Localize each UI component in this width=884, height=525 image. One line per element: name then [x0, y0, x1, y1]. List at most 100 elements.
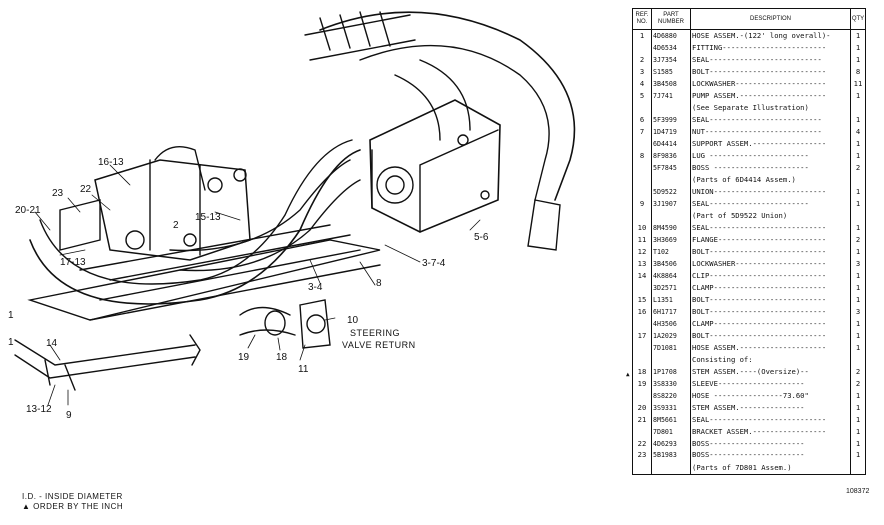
- cell-ref: 4: [632, 78, 652, 91]
- callout-13-12: 13-12: [26, 404, 52, 415]
- callout-1: 1: [8, 310, 14, 321]
- cell-ref: [632, 389, 652, 402]
- qty-header: QTY: [850, 8, 866, 30]
- callout-2: 2: [173, 220, 179, 231]
- callout-9: 9: [66, 410, 72, 421]
- cell-qty: 1: [855, 402, 861, 412]
- cell-qty: 2: [855, 378, 861, 388]
- cell-ref: 16: [632, 305, 652, 318]
- cell-desc: SLEEVE--------------------: [690, 377, 851, 390]
- cell-qty: 1: [855, 426, 861, 436]
- cell-ref: 9: [632, 197, 652, 210]
- cell-desc: BOLT---------------------------: [690, 305, 851, 318]
- cell-qty: 1: [855, 246, 861, 256]
- cell-desc: SEAL-----------------------: [690, 197, 851, 210]
- cell-ref: [632, 317, 652, 330]
- cell-pn: 5B1983: [651, 449, 691, 462]
- cell-desc: (Parts of 7D801 Assem.): [690, 461, 851, 475]
- cell-desc: SEAL---------------------------: [690, 221, 851, 234]
- cell-ref: [632, 173, 652, 186]
- cell-ref: [632, 461, 652, 475]
- table-row: 5F7845 BOSS ----------------------2: [632, 161, 866, 174]
- cell-pn: L1351: [651, 293, 691, 306]
- cell-pn: 5F3999: [651, 113, 691, 126]
- cell-ref: 19: [632, 377, 652, 390]
- cell-qty: 1: [855, 414, 861, 424]
- cell-qty: 1: [855, 114, 861, 124]
- footnotes: I.D. - INSIDE DIAMETER ▲ ORDER BY THE IN…: [22, 492, 123, 512]
- cell-ref: 22: [632, 437, 652, 450]
- cell-desc: (Part of 5D9522 Union): [690, 209, 851, 222]
- cell-desc: LUG -----------------------: [690, 149, 851, 162]
- cell-pn: 5D9522: [651, 185, 691, 198]
- cell-desc: LOCKWASHER---------------------: [690, 78, 851, 91]
- callout-23: 23: [52, 188, 64, 199]
- cell-ref: 7: [632, 125, 652, 138]
- callout-5-6: 5-6: [474, 232, 489, 243]
- cell-qty: 2: [855, 366, 861, 376]
- cell-pn: S1585: [651, 66, 691, 79]
- cell-pn: 3J7354: [651, 54, 691, 67]
- cell-ref: [632, 209, 652, 222]
- cell-desc: BOSS----------------------: [690, 449, 851, 462]
- cell-pn: 3H3669: [651, 233, 691, 246]
- callout-14: 14: [46, 338, 58, 349]
- cell-ref: [632, 281, 652, 294]
- callout-1b: 1: [8, 337, 14, 348]
- cell-ref: [632, 42, 652, 55]
- table-row: (Part of 5D9522 Union): [632, 209, 866, 222]
- cell-qty: 11: [853, 78, 863, 88]
- callout-3-4: 3-4: [308, 282, 323, 293]
- cell-desc: FITTING------------------------: [690, 42, 851, 55]
- cell-pn: T102: [651, 245, 691, 258]
- cell-desc: BOLT---------------------------: [690, 66, 851, 79]
- cell-qty: 1: [855, 282, 861, 292]
- cell-desc: HOSE ----------------73.60": [690, 389, 851, 402]
- cell-ref: 11: [632, 233, 652, 246]
- cell-qty: 1: [855, 30, 861, 40]
- cell-ref: 12: [632, 245, 652, 258]
- cell-qty: 4: [855, 126, 861, 136]
- cell-ref: [632, 161, 652, 174]
- table-row: (Parts of 7D801 Assem.): [632, 461, 866, 475]
- cell-ref: 5: [632, 90, 652, 102]
- cell-desc: (See Separate Illustration): [690, 102, 851, 114]
- cell-qty: 1: [855, 43, 861, 53]
- cell-qty: 2: [855, 162, 861, 172]
- cell-pn: 8M4590: [651, 221, 691, 234]
- cell-ref: 20: [632, 401, 652, 414]
- cell-qty: 1: [855, 222, 861, 232]
- cell-pn: [651, 209, 691, 222]
- cell-qty: 1: [855, 390, 861, 400]
- cell-pn: 3S9331: [651, 401, 691, 414]
- cell-desc: BOLT---------------------------: [690, 245, 851, 258]
- cell-qty: 1: [855, 450, 861, 460]
- cell-desc: Consisting of:: [690, 353, 851, 366]
- cell-qty: 1: [855, 342, 861, 352]
- footnote-id: I.D. - INSIDE DIAMETER: [22, 492, 123, 501]
- cell-pn: 8F9836: [651, 149, 691, 162]
- cell-desc: SUPPORT ASSEM.-----------------: [690, 137, 851, 150]
- cell-desc: HOSE ASSEM.--------------------: [690, 341, 851, 354]
- cell-desc: SEAL---------------------------: [690, 413, 851, 426]
- cell-ref: [632, 341, 652, 354]
